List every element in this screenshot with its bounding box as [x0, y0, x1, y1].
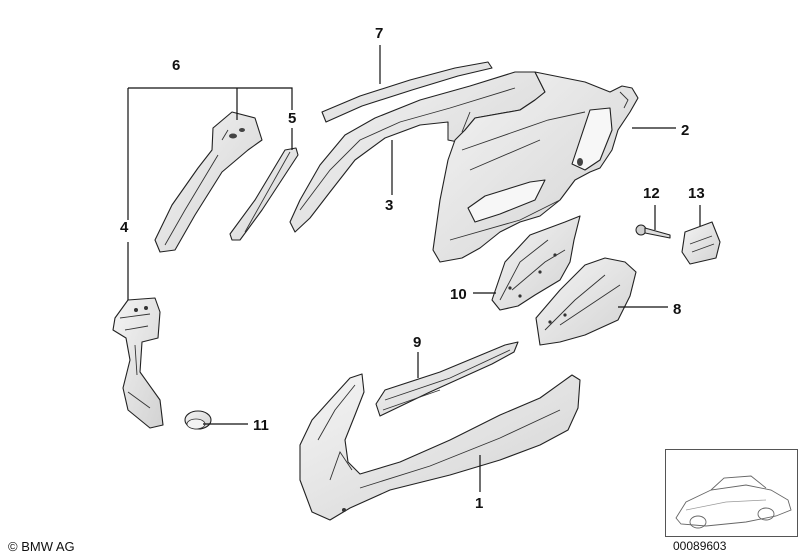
callout-6: 6	[172, 57, 180, 74]
part-8-rear-bracket[interactable]	[535, 257, 637, 346]
part-2-rear-quarter[interactable]	[432, 71, 639, 263]
part-10-wheel-arch-inner[interactable]	[491, 215, 581, 311]
leader-lines	[127, 45, 701, 492]
part-5-trim-strip[interactable]	[229, 147, 299, 241]
part-12-screw[interactable]	[635, 224, 671, 239]
part-1-side-sill[interactable]	[299, 373, 581, 521]
part-7-roof-seal[interactable]	[321, 61, 493, 123]
callout-2: 2	[681, 122, 689, 139]
part-4-pillar-bracket[interactable]	[112, 297, 164, 429]
callout-1: 1	[475, 495, 483, 512]
part-6-a-pillar-trim[interactable]	[154, 111, 263, 253]
vehicle-reference-thumbnail	[665, 449, 798, 537]
callout-8: 8	[673, 301, 681, 318]
callout-3: 3	[385, 197, 393, 214]
copyright-brand: © BMW AG	[8, 539, 75, 554]
car-outline-icon	[675, 475, 792, 529]
diagram-code: 00089603	[673, 539, 727, 553]
part-9-sill-strip[interactable]	[375, 341, 519, 417]
callout-4: 4	[120, 219, 129, 236]
callout-5: 5	[288, 110, 296, 127]
callout-7: 7	[375, 25, 383, 42]
callout-10: 10	[450, 286, 467, 303]
callout-13: 13	[688, 185, 705, 202]
callout-9: 9	[413, 334, 421, 351]
part-11-plug[interactable]	[184, 410, 212, 430]
part-13-clip[interactable]	[681, 221, 721, 265]
callout-11: 11	[253, 417, 269, 434]
callout-12: 12	[643, 185, 660, 202]
